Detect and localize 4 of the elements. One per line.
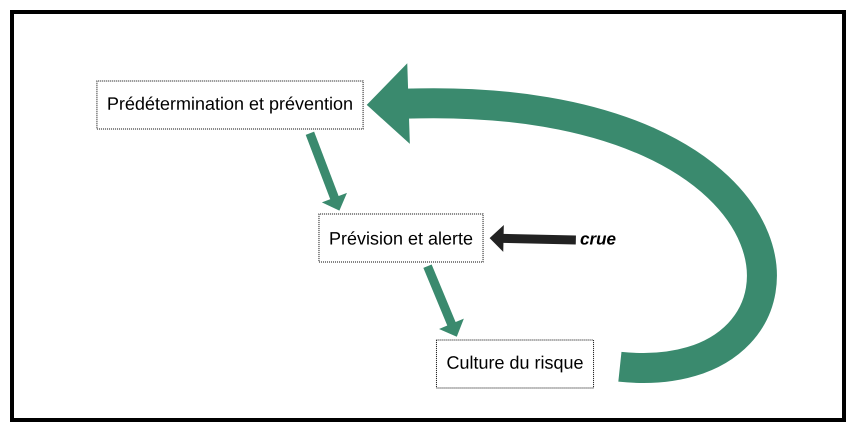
process-box: Culture du risque <box>436 340 594 388</box>
process-box: Prédétermination et prévention <box>96 80 364 130</box>
process-box: Prévision et alerte <box>318 214 484 262</box>
bare-label: crue <box>580 235 616 245</box>
